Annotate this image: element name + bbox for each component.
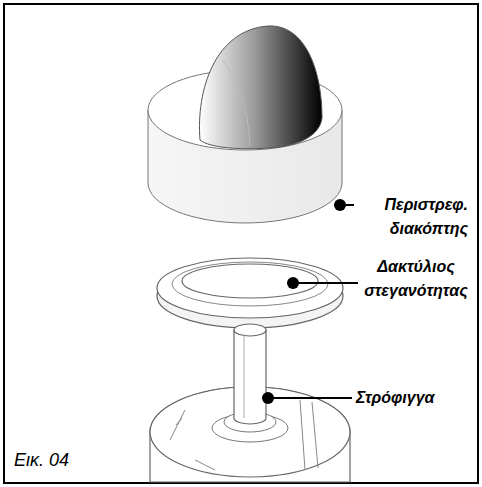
part-label: Στρόφιγγα [356, 386, 472, 410]
spindle-drawing [150, 324, 350, 482]
frame [4, 4, 478, 483]
part-label: Δακτύλιος στεγανότητας [358, 255, 474, 303]
part-label: Περιστρεφ. διακόπτης [356, 193, 468, 241]
knob-drawing [148, 26, 342, 223]
ring-drawing [157, 258, 343, 328]
figure-caption: Εικ. 04 [14, 449, 69, 471]
leader-lines [262, 199, 358, 404]
